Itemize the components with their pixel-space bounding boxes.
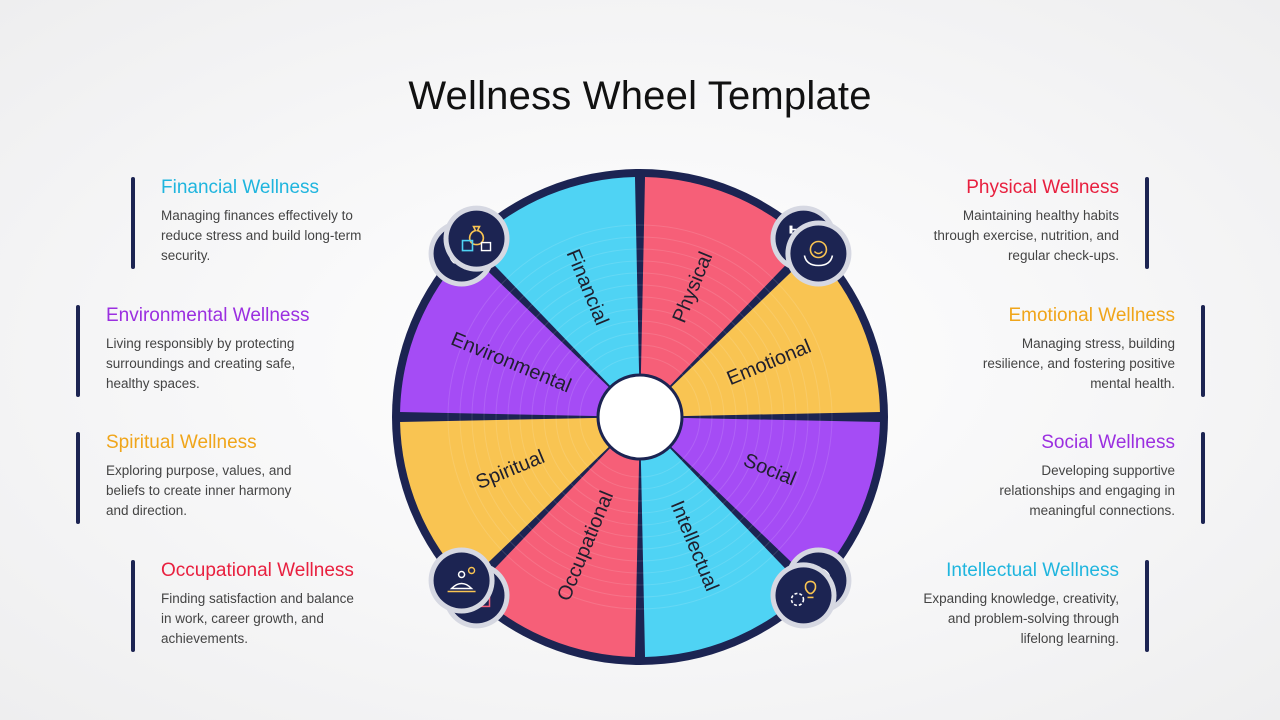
accent-bar: [131, 560, 135, 652]
accent-bar: [1201, 432, 1205, 524]
physical-wellness-block: Physical Wellness Maintaining healthy ha…: [849, 177, 1149, 269]
person-body: [449, 582, 474, 590]
money-bag-icon: [461, 225, 492, 252]
badge-core: [433, 552, 490, 609]
wheel-segment-spiritual: [400, 417, 640, 584]
wheel-segment-social: [640, 417, 880, 584]
money-bag: [468, 225, 485, 246]
environmental-wellness-description: Living responsibly by protecting surroun…: [106, 336, 296, 391]
accent-bar: [76, 432, 80, 524]
ring-line: [447, 224, 833, 610]
financial-wellness-description: Managing finances effectively to reduce …: [161, 208, 362, 263]
ring-line: [507, 284, 773, 550]
hands: [803, 255, 834, 267]
sun: [467, 566, 476, 575]
intellectual-wellness-heading: Intellectual Wellness: [946, 560, 1119, 581]
financial-wellness-block: Financial Wellness Managing finances eff…: [131, 177, 431, 269]
social-wellness-heading: Social Wellness: [1041, 432, 1175, 453]
accent-bar: [131, 177, 135, 269]
wheel-segment-occupational: [473, 417, 640, 657]
accent-bar: [76, 305, 80, 397]
social-wellness-description: Developing supportive relationships and …: [999, 463, 1175, 518]
intellectual-wellness-block: Intellectual Wellness Expanding knowledg…: [849, 560, 1149, 652]
dumbbell-weight: [789, 225, 793, 234]
accent-bar: [1145, 177, 1149, 269]
spiritual-wellness-block: Spiritual Wellness Exploring purpose, va…: [76, 432, 376, 524]
badge-core: [775, 567, 832, 624]
accent-bar: [1201, 305, 1205, 397]
idea-gears-icon: [790, 580, 817, 607]
ring-line: [459, 236, 821, 598]
physical-wellness-heading: Physical Wellness: [966, 177, 1119, 198]
page-title: Wellness Wheel Template: [408, 74, 872, 118]
wheel-segment-emotional: [640, 250, 880, 417]
ring-line: [543, 320, 737, 514]
wheel-center: [596, 373, 684, 461]
wheel-segment-financial: [473, 177, 640, 417]
environmental-wellness-heading: Environmental Wellness: [106, 305, 310, 326]
spiritual-wellness-description: Exploring purpose, values, and beliefs t…: [106, 463, 292, 518]
ring-line: [471, 248, 809, 586]
money-bag-icon-badge: [443, 205, 510, 272]
occupational-wellness-heading: Occupational Wellness: [161, 560, 354, 581]
person-head: [457, 570, 466, 579]
happy-face-hands-icon-badge: [785, 220, 852, 287]
gear: [790, 592, 805, 607]
idea-gears-icon-badge: [770, 562, 837, 629]
ring-line: [579, 356, 701, 478]
emotional-wellness-description: Managing stress, building resilience, an…: [982, 336, 1175, 391]
intellectual-wellness-description: Expanding knowledge, creativity, and pro…: [923, 591, 1119, 646]
environmental-wellness-block: Environmental Wellness Living responsibl…: [76, 305, 376, 397]
spiritual-wellness-heading: Spiritual Wellness: [106, 432, 257, 453]
meditation-icon-badge: [428, 547, 495, 614]
concentric-rings: [447, 224, 833, 610]
wheel-segment-intellectual: [640, 417, 807, 657]
happy-face-hands-icon: [803, 240, 834, 267]
occupational-wellness-block: Occupational Wellness Finding satisfacti…: [131, 560, 431, 652]
meditation-icon: [447, 566, 476, 593]
emotional-wellness-heading: Emotional Wellness: [1008, 305, 1175, 326]
ring-line: [531, 308, 749, 526]
wallet: [461, 239, 474, 252]
ring-line: [555, 332, 725, 502]
lightbulb: [804, 580, 817, 595]
physical-wellness-description: Maintaining healthy habits through exerc…: [933, 208, 1119, 263]
badge-core: [448, 210, 505, 267]
accent-bar: [1145, 560, 1149, 652]
face-circle: [809, 240, 828, 259]
coin-stack: [480, 241, 492, 252]
emotional-wellness-block: Emotional Wellness Managing stress, buil…: [905, 305, 1205, 397]
ring-line: [519, 296, 761, 538]
wheel-segment-physical: [640, 177, 807, 417]
ring-line: [495, 272, 785, 562]
smile: [813, 250, 823, 255]
wheel-segment-environmental: [400, 250, 640, 417]
ring-line: [567, 344, 713, 490]
ring-line: [483, 260, 797, 574]
financial-wellness-heading: Financial Wellness: [161, 177, 320, 198]
social-wellness-block: Social Wellness Developing supportive re…: [905, 432, 1205, 524]
occupational-wellness-description: Finding satisfaction and balance in work…: [161, 591, 354, 646]
